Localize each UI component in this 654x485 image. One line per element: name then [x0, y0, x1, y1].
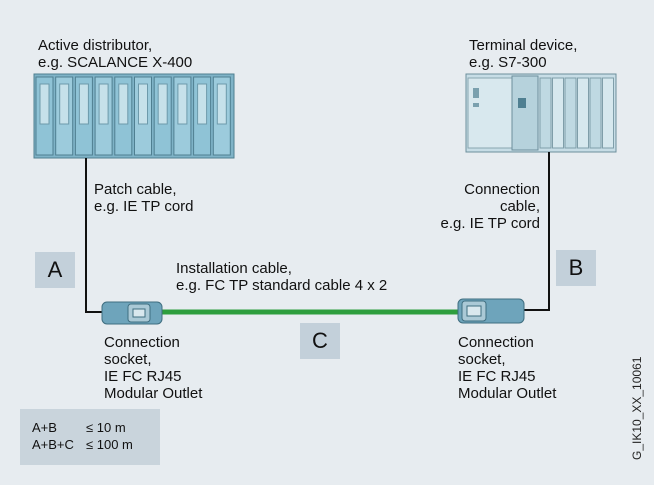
- module-port: [177, 83, 188, 125]
- distributor-label: Active distributor, e.g. SCALANCE X-400: [38, 37, 193, 71]
- patch-cable: [85, 158, 104, 313]
- terminal-module: [602, 77, 614, 149]
- module-port: [59, 83, 70, 125]
- module-port: [39, 83, 50, 125]
- module-port: [78, 83, 89, 125]
- terminal-module: [577, 77, 589, 149]
- socket-right: [457, 298, 525, 324]
- connection-cable: [524, 152, 550, 311]
- socket-left: [101, 301, 163, 325]
- legend-value-abc: ≤ 100 m: [86, 437, 133, 452]
- legend-row-ab: A+B ≤ 10 m: [32, 420, 126, 435]
- module-port: [118, 83, 129, 125]
- socket-left-label: Connection socket, IE FC RJ45 Modular Ou…: [104, 334, 203, 402]
- segment-a-label: A: [35, 252, 75, 288]
- legend-row-abc: A+B+C ≤ 100 m: [32, 437, 133, 452]
- module-port: [197, 83, 208, 125]
- patch-cable-label: Patch cable, e.g. IE TP cord: [94, 181, 194, 215]
- module-port: [138, 83, 148, 125]
- legend-key-ab: A+B: [32, 420, 57, 435]
- terminal-module: [539, 77, 552, 149]
- legend-value-ab: ≤ 10 m: [86, 420, 126, 435]
- connection-cable-label: Connection cable, e.g. IE TP cord: [440, 181, 541, 232]
- terminal-device: [465, 73, 617, 153]
- module-port: [98, 83, 109, 125]
- installation-cable-label: Installation cable, e.g. FC TP standard …: [176, 260, 388, 294]
- terminal-module: [564, 77, 577, 149]
- terminal-module: [589, 77, 602, 149]
- socket-right-label: Connection socket, IE FC RJ45 Modular Ou…: [458, 334, 557, 402]
- segment-c-label: C: [300, 323, 340, 359]
- figure-code: G_IK10_XX_10061: [630, 356, 644, 460]
- length-legend: A+B ≤ 10 m A+B+C ≤ 100 m: [20, 409, 160, 465]
- module-port: [157, 83, 168, 125]
- module-port: [216, 83, 227, 125]
- segment-b-label: B: [556, 250, 596, 286]
- terminal-module: [552, 77, 564, 149]
- legend-key-abc: A+B+C: [32, 437, 74, 452]
- distributor-device: [33, 73, 235, 159]
- terminal-label: Terminal device, e.g. S7-300: [469, 37, 578, 71]
